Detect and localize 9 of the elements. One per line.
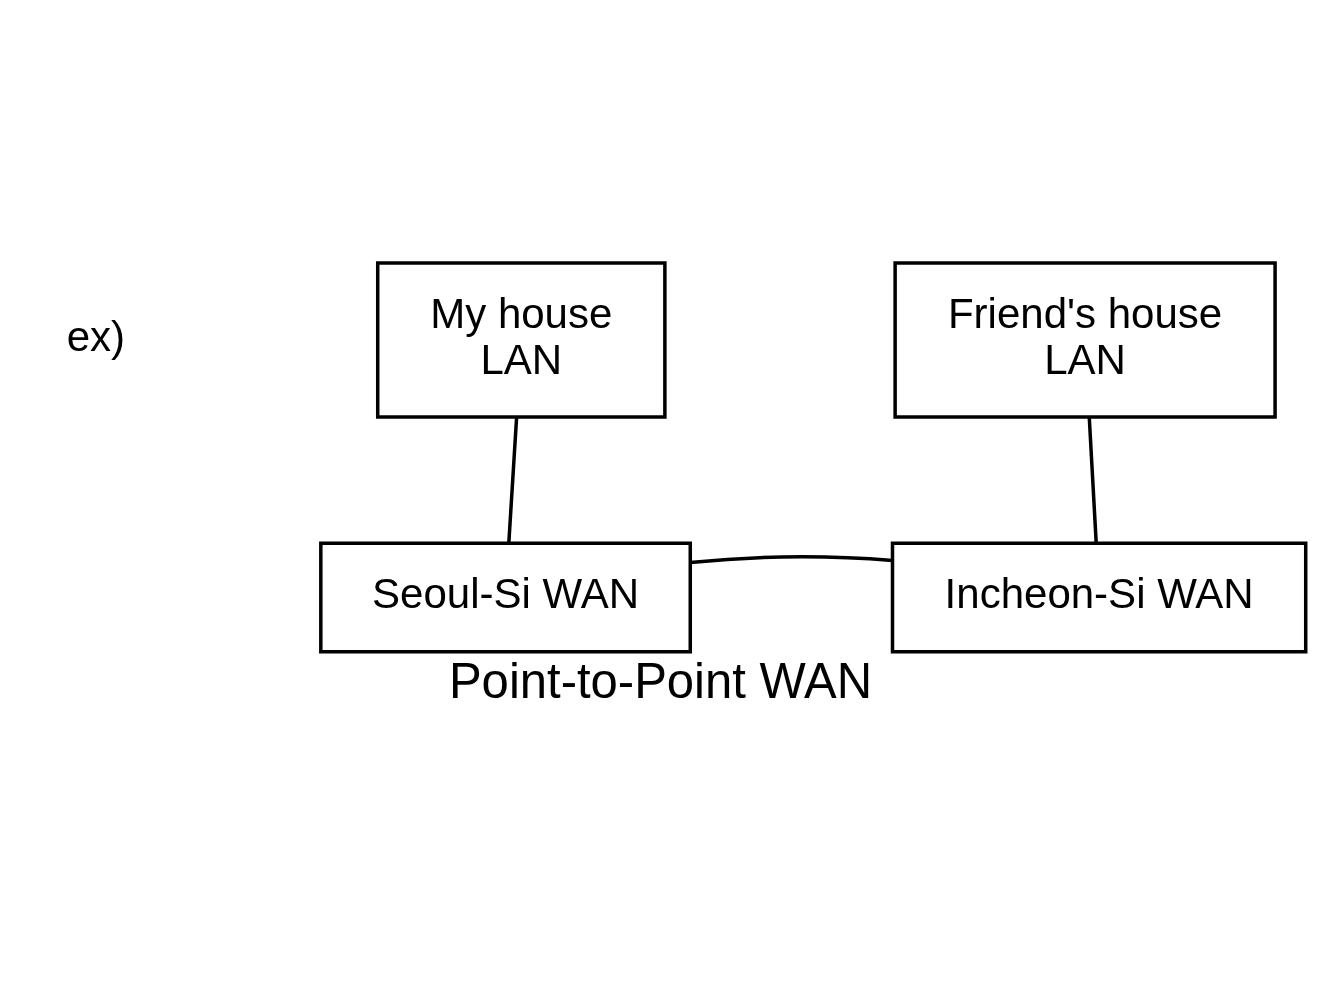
- node-box: Seoul-Si WAN: [319, 540, 692, 653]
- node-box: My house LAN: [375, 260, 667, 419]
- connector: [1087, 416, 1098, 543]
- caption: Point-to-Point WAN: [448, 653, 873, 708]
- connector: [507, 416, 519, 543]
- node-box: Friend's house LAN: [893, 260, 1277, 419]
- node-box: Incheon-Si WAN: [890, 540, 1308, 653]
- connector: [690, 554, 893, 564]
- label: ex): [66, 312, 126, 360]
